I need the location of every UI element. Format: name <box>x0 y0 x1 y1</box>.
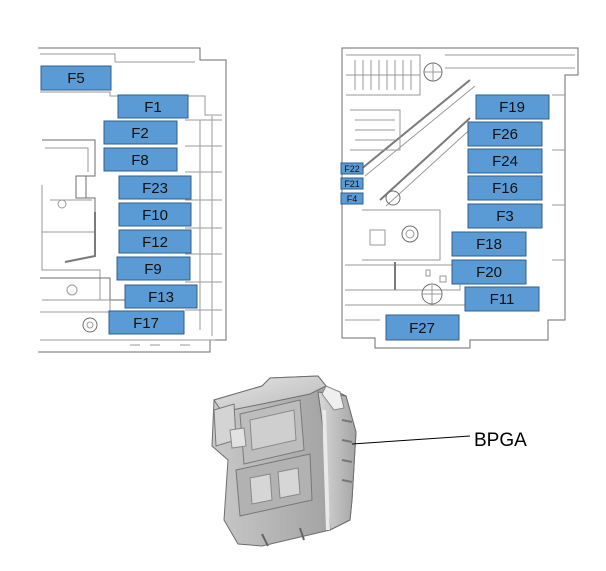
left-fuse-panel: F5 F1 F2 F8 F23 F10 F12 F9 F13 F17 <box>38 47 227 353</box>
fuse-f24-box <box>467 148 543 174</box>
fuse-f20-box <box>451 259 527 285</box>
fuse-f23-box <box>118 175 192 200</box>
fuse-label: F23 <box>142 180 168 197</box>
fuse-label: F10 <box>142 207 168 224</box>
left-fuse-slots <box>40 65 198 335</box>
fuse-label: F9 <box>144 261 162 278</box>
fuse-label-small: F4 <box>347 194 358 204</box>
fuse-f27-box <box>385 314 460 341</box>
fuse-f26-box <box>467 121 543 147</box>
fuse-f10-box <box>118 202 192 227</box>
fuse-label: F24 <box>492 153 518 170</box>
fuse-label-small: F22 <box>344 164 360 174</box>
fuse-label: F5 <box>67 70 85 87</box>
fuse-f4-box <box>340 192 364 205</box>
fuse-label: F1 <box>144 99 162 116</box>
right-fuse-slots <box>340 94 550 341</box>
fuse-f11-box <box>464 286 540 312</box>
fuse-f2-box <box>103 120 178 145</box>
fuse-label: F19 <box>499 99 525 116</box>
fuse-label: F13 <box>148 289 174 306</box>
fuse-label: F27 <box>409 320 435 337</box>
fuse-f19-box <box>475 94 550 120</box>
bpga-module-illustration <box>211 375 357 547</box>
fuse-f13-box <box>124 284 198 309</box>
right-panel-housing <box>341 47 579 349</box>
fuse-label: F8 <box>131 152 149 169</box>
fuse-label: F11 <box>490 291 515 308</box>
fuse-f22-box <box>340 162 364 175</box>
bpga-callout-line <box>351 435 471 445</box>
fuse-label: F20 <box>476 264 502 281</box>
fuse-f8-box <box>103 147 178 172</box>
fuse-label: F18 <box>476 236 502 253</box>
fuse-f21-box <box>340 177 364 190</box>
fuse-label: F16 <box>492 180 518 197</box>
fuse-label-small: F21 <box>344 179 360 189</box>
fuse-f9-box <box>116 256 191 281</box>
right-fuse-labels: F19 F26 F24 F16 F3 F18 F20 F11 F27 F22 F… <box>344 99 525 337</box>
fuse-label: F12 <box>142 234 168 251</box>
fuse-f12-box <box>118 229 192 254</box>
fuse-f5-box <box>40 65 112 91</box>
fuse-f16-box <box>467 175 543 201</box>
fuse-label: F2 <box>131 125 149 142</box>
fuse-f17-box <box>108 310 185 335</box>
left-fuse-labels: F5 F1 F2 F8 F23 F10 F12 F9 F13 F17 <box>67 70 174 332</box>
fuse-label: F26 <box>492 126 518 143</box>
fuse-f3-box <box>467 203 543 229</box>
fuse-f1-box <box>117 94 189 119</box>
fuse-label: F3 <box>496 208 514 225</box>
fuse-label: F17 <box>133 315 159 332</box>
fuse-f18-box <box>451 231 527 257</box>
right-fuse-panel: F19 F26 F24 F16 F3 F18 F20 F11 F27 F22 F… <box>340 47 579 349</box>
bpga-label: BPGA <box>474 430 527 451</box>
left-panel-housing <box>38 47 227 353</box>
